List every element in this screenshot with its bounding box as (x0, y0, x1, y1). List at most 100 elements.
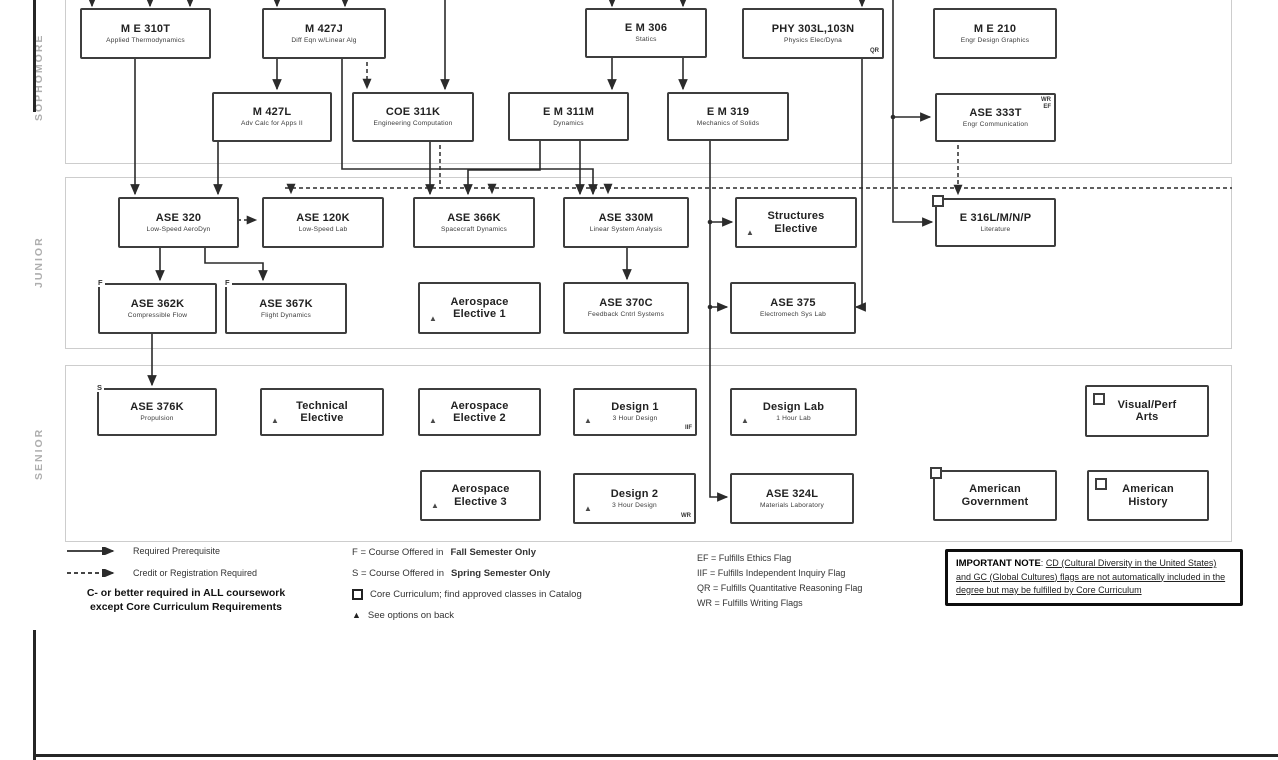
core-curriculum-square-icon (930, 467, 942, 479)
see-options-triangle-icon: ▲ (584, 416, 592, 425)
legend-text: S = Course Offered in (352, 568, 444, 579)
course-name: Adv Calc for Apps II (241, 120, 303, 128)
legend-text: See options on back (367, 610, 455, 621)
course-code: M E 210 (973, 22, 1017, 35)
legend-flag-wr: WR = Fulfills Writing Flags (697, 598, 803, 608)
course-code: ASE 367K (259, 297, 313, 310)
course-name: Low-Speed AeroDyn (146, 225, 211, 233)
core-curriculum-square-icon (1095, 478, 1107, 490)
photo-edge-bottom (33, 754, 1278, 757)
see-options-triangle-icon: ▲ (271, 416, 279, 425)
course-code: ASE 366K (447, 211, 501, 224)
course-code: COE 311K (385, 106, 441, 119)
legend-codes: F = Course Offered in Fall Semester Only… (352, 546, 582, 630)
course-code: M 427L (252, 106, 292, 119)
course-code: American (1122, 483, 1174, 496)
course-code: ASE 330M (598, 211, 654, 224)
course-name: Diff Eqn w/Linear Alg (291, 36, 357, 44)
course-code-line2: Elective 3 (454, 495, 507, 508)
legend-credit-registration: Credit or Registration Required (65, 566, 257, 580)
course-code: ASE 362K (130, 297, 185, 310)
see-options-triangle-icon: ▲ (429, 314, 437, 323)
course-code-line2: History (1128, 495, 1168, 508)
course-code: ASE 120K (296, 211, 350, 224)
legend-arrow-key: Required Prerequisite Credit or Registra… (65, 544, 257, 588)
legend-text-bold: Fall Semester Only (450, 547, 536, 558)
course-name: Compressible Flow (127, 311, 188, 319)
photo-edge-left-bottom (33, 630, 36, 760)
course-name: Applied Thermodynamics (106, 36, 185, 44)
legend-label: Credit or Registration Required (133, 568, 258, 578)
course-code-line2: Elective 1 (453, 308, 506, 320)
course-name: Engr Communication (962, 120, 1029, 128)
legend-flag-qr: QR = Fulfills Quantitative Reasoning Fla… (697, 583, 863, 593)
course-code: Structures (767, 210, 825, 223)
solid-arrow-icon (67, 547, 115, 555)
course-code: Aerospace (451, 483, 510, 496)
important-note-box: IMPORTANT NOTE: CD (Cultural Diversity i… (945, 549, 1243, 606)
see-options-triangle-icon: ▲ (741, 416, 749, 425)
course-code-line2: Elective (774, 222, 818, 235)
course-name: Low-Speed Lab (298, 225, 348, 233)
see-options-triangle-icon: ▲ (584, 504, 592, 513)
course-code: E 316L/M/N/P (959, 211, 1032, 224)
semester-only-flag: F (96, 278, 105, 288)
legend-text: F = Course Offered in (352, 547, 444, 558)
course-code: M 427J (305, 22, 343, 35)
see-options-triangle-icon: ▲ (431, 501, 439, 510)
course-name: Propulsion (140, 415, 174, 423)
coursework-grade-note-line2: except Core Curriculum Requirements (90, 601, 282, 614)
see-options-triangle-icon: ▲ (746, 228, 754, 237)
course-name: Flight Dynamics (261, 311, 311, 319)
important-note-heading: IMPORTANT NOTE (956, 558, 1041, 569)
core-curriculum-square-icon (1093, 393, 1105, 405)
course-name: Mechanics of Solids (696, 119, 760, 127)
course-name: Feedback Cntrl Systems (587, 311, 665, 319)
band-junior (65, 177, 1232, 349)
core-curriculum-square-icon (932, 195, 944, 207)
course-code: Aerospace (450, 295, 509, 308)
core-curriculum-square-icon (352, 589, 363, 600)
coursework-grade-note: C- or better required in ALL coursework … (58, 586, 314, 614)
course-code: Design 2 (610, 487, 659, 500)
course-code: E M 319 (706, 105, 750, 118)
course-name: 3 Hour Design (612, 415, 658, 423)
course-code-line2: Elective 2 (453, 412, 506, 424)
legend-fall-code: F = Course Offered in Fall Semester Only (352, 546, 582, 559)
course-code: M E 310T (120, 22, 171, 35)
course-code: E M 306 (624, 22, 668, 35)
legend-flag-codes: EF = Fulfills Ethics Flag IIF = Fulfills… (697, 553, 862, 613)
legend-core-curriculum-code: Core Curriculum; find approved classes i… (352, 588, 582, 601)
legend-required-prereq: Required Prerequisite (65, 544, 257, 558)
band-sophomore (65, 0, 1232, 164)
course-code: ASE 376K (130, 401, 184, 414)
important-note-body: CD (Cultural Diversity in the United Sta… (956, 558, 1226, 595)
course-name: Engineering Computation (373, 120, 453, 128)
legend-flag-ef: EF = Fulfills Ethics Flag (697, 553, 792, 563)
flag-badge: WR (681, 513, 691, 520)
course-code: Design 1 (611, 401, 659, 414)
legend-label: Required Prerequisite (133, 546, 221, 556)
course-code: Design Lab (762, 401, 825, 414)
photo-edge-left-top (33, 0, 36, 112)
